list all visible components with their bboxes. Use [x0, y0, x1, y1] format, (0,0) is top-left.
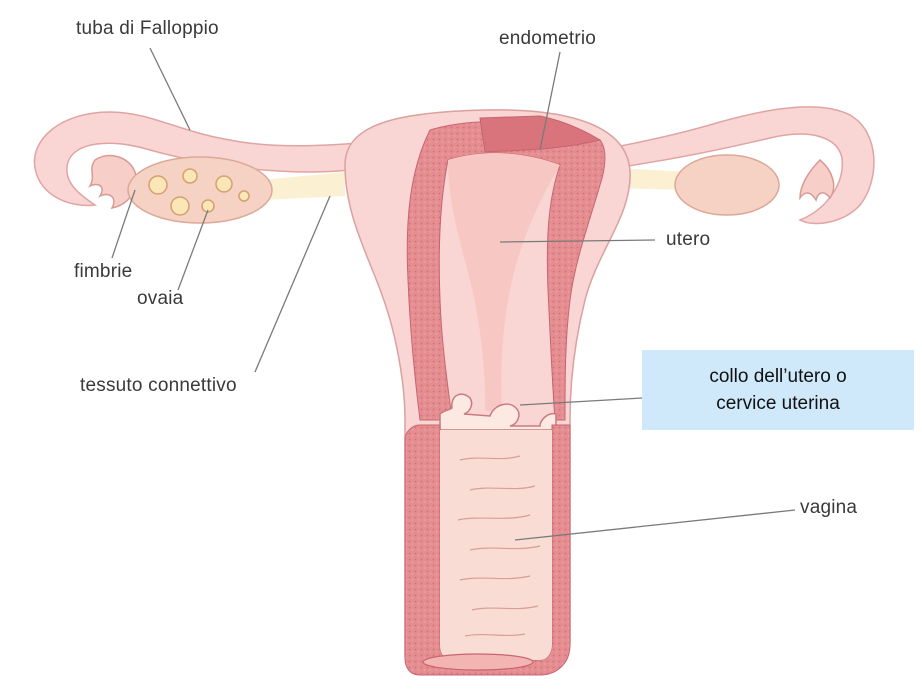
connective-tissue-left: [262, 172, 345, 200]
ovary-right: [675, 155, 779, 215]
follicle: [183, 169, 197, 183]
vaginal-opening: [423, 654, 533, 670]
follicle: [239, 191, 249, 201]
label-utero: utero: [666, 229, 710, 251]
vaginal-canal: [440, 430, 552, 660]
label-fimbrie: fimbrie: [74, 261, 132, 283]
leader-tessuto: [255, 196, 330, 372]
callout-cervice-uterina: collo dell’utero o cervice uterina: [642, 350, 914, 430]
label-endometrio: endometrio: [499, 28, 596, 50]
label-ovaia: ovaia: [137, 288, 183, 310]
label-tuba-di-falloppio: tuba di Falloppio: [76, 18, 219, 40]
fimbriae-left: [90, 156, 136, 208]
callout-line-1: collo dell’utero o: [709, 363, 846, 390]
label-vagina: vagina: [800, 497, 857, 519]
leader-tuba: [150, 48, 190, 130]
callout-line-2: cervice uterina: [716, 390, 840, 417]
ovary-left: [128, 157, 272, 223]
label-tessuto-connettivo: tessuto connettivo: [80, 375, 237, 397]
follicle: [171, 197, 189, 215]
follicle: [216, 176, 232, 192]
follicle: [149, 176, 167, 194]
fimbriae-right: [800, 160, 834, 200]
